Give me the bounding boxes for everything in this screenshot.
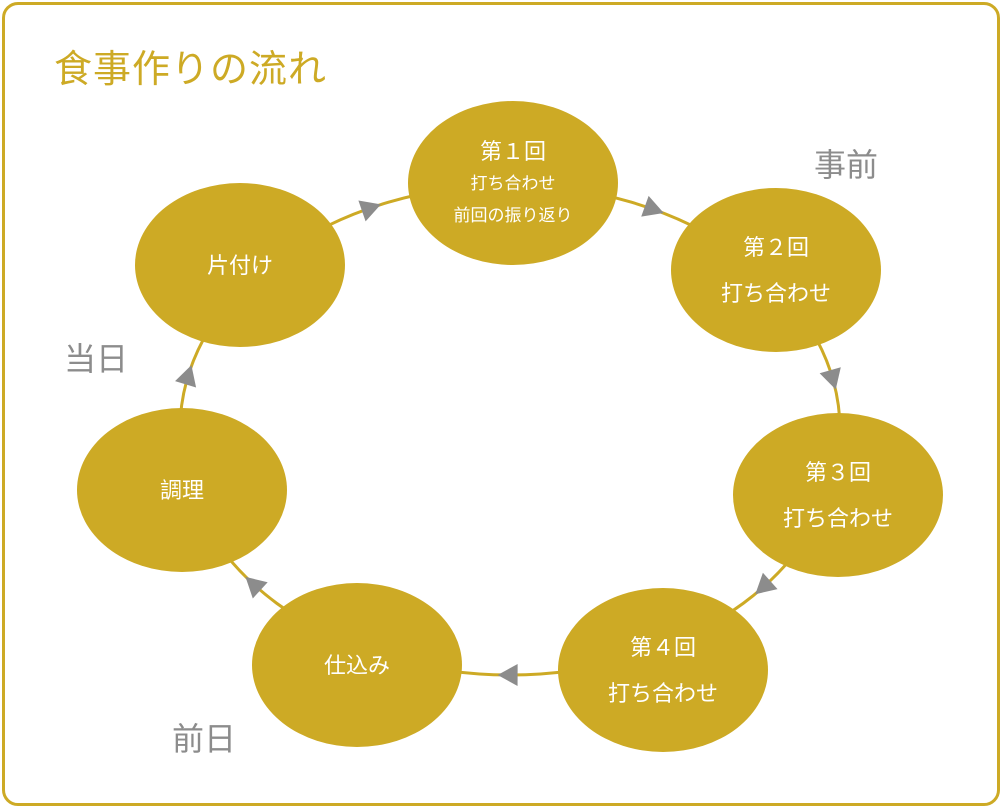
flow-node-label: 第３回: [805, 461, 871, 486]
flow-arrow-icon: [819, 367, 841, 390]
flow-node-shape: [733, 413, 943, 577]
flow-node-label: 打ち合わせ: [608, 682, 718, 707]
flow-node-label: 調理: [160, 479, 204, 504]
flow-node-shape: [558, 588, 768, 752]
flow-arrow-icon: [497, 664, 518, 687]
flow-node-shape: [77, 408, 287, 572]
flow-node-label: 第４回: [630, 636, 696, 661]
flow-nodes: 第１回打ち合わせ前回の振り返り第２回打ち合わせ第３回打ち合わせ第４回打ち合わせ仕…: [77, 101, 943, 752]
flow-node-cooking: 調理: [77, 408, 287, 572]
diagram-title: 食事作りの流れ: [54, 47, 328, 91]
flow-arrow-icon: [755, 572, 778, 595]
flow-node-label: 片付け: [207, 254, 273, 279]
flow-node-preparation: 仕込み: [252, 583, 462, 747]
flow-node-label: 打ち合わせ: [783, 507, 893, 532]
flow-arrow-icon: [358, 200, 381, 222]
flow-node-label: 第２回: [743, 236, 809, 261]
flow-node-shape: [252, 583, 462, 747]
flow-node-shape: [671, 188, 881, 352]
flow-arrow-icon: [245, 576, 268, 599]
flow-node-label: 前回の振り返り: [454, 206, 573, 226]
phase-label-before: 事前: [814, 146, 879, 184]
flow-node-label: 打ち合わせ: [721, 282, 831, 307]
flow-arrows: [175, 195, 841, 687]
flow-node-cleanup: 片付け: [135, 183, 345, 347]
phase-label-day-before: 前日: [172, 720, 237, 758]
flow-node-label: 仕込み: [324, 654, 390, 679]
flow-node-shape: [408, 101, 618, 265]
flow-arrow-icon: [641, 195, 664, 217]
phase-label-same-day: 当日: [64, 340, 129, 378]
flow-node-shape: [135, 183, 345, 347]
flow-node-label: 第１回: [480, 140, 546, 165]
flow-arrow-icon: [175, 365, 197, 388]
flow-node-label: 打ち合わせ: [471, 174, 556, 194]
